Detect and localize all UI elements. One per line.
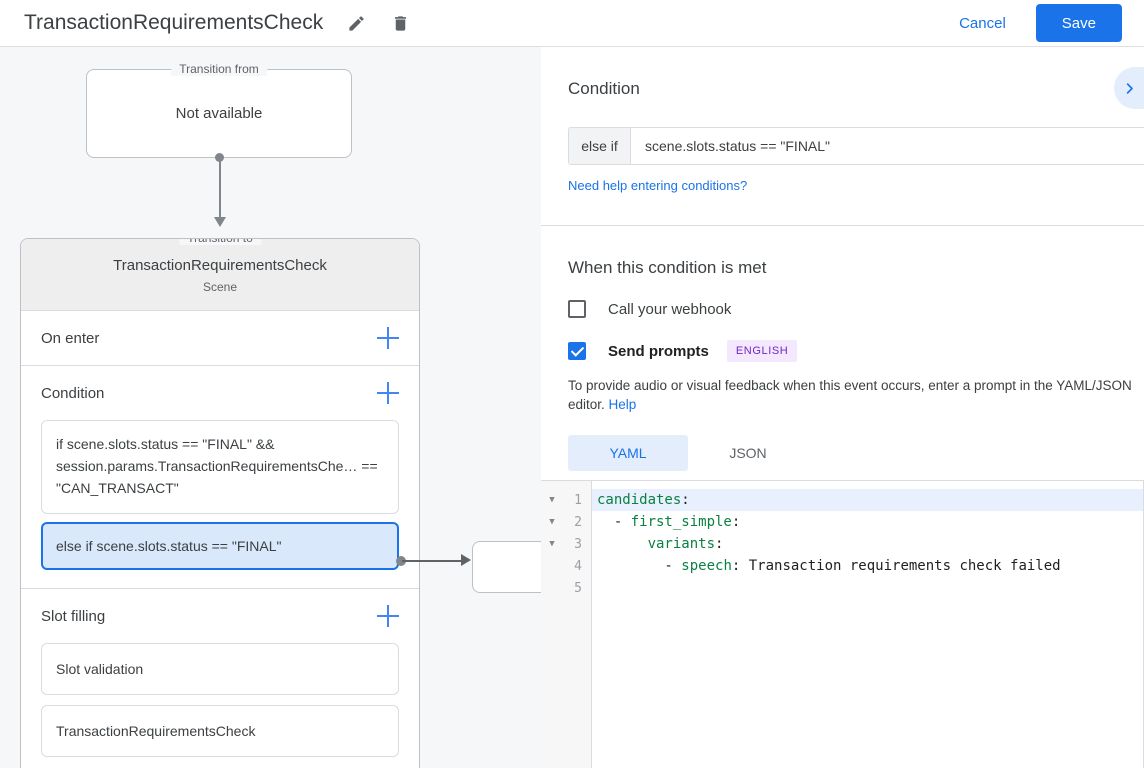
connector-line (219, 157, 221, 219)
webhook-row: Call your webhook (568, 300, 1117, 318)
fold-triangle-icon[interactable]: ▼ (549, 517, 555, 527)
downstream-node-card[interactable] (472, 541, 541, 593)
gutter-row: ▼1 (541, 489, 591, 511)
line-number: 1 (574, 492, 582, 508)
prompts-description-text: To provide audio or visual feedback when… (568, 378, 1132, 412)
outgoing-connector-arrow-head (461, 554, 471, 566)
section-header-condition: Condition (41, 366, 399, 420)
section-slot-filling: Slot filling Slot validation Transaction… (21, 589, 419, 768)
section-condition: Condition if scene.slots.status == "FINA… (21, 366, 419, 589)
code-line[interactable] (592, 577, 1143, 599)
language-badge: ENGLISH (726, 340, 798, 362)
condition-list-item-selected[interactable]: else if scene.slots.status == "FINAL" (41, 522, 399, 570)
condition-input-row: else if (568, 127, 1144, 165)
prompts-description: To provide audio or visual feedback when… (568, 376, 1138, 414)
gutter-row: ▼2 (541, 511, 591, 533)
prompts-help-link[interactable]: Help (608, 397, 637, 412)
gutter-row: 4 (541, 555, 591, 577)
slot-list-item[interactable]: Slot validation (41, 643, 399, 695)
add-slot-filling-button[interactable] (377, 605, 399, 627)
condition-list-item[interactable]: if scene.slots.status == "FINAL" && sess… (41, 420, 399, 514)
code-line[interactable]: - speech: Transaction requirements check… (597, 558, 1061, 574)
code-punct: : Transaction requirements check failed (731, 558, 1061, 574)
code-punct: : (681, 492, 690, 508)
line-number: 2 (574, 514, 582, 530)
connector-arrow-head (214, 217, 226, 227)
send-prompts-row: Send prompts ENGLISH (568, 340, 1117, 362)
app-header: TransactionRequirementsCheck Cancel Save (0, 0, 1144, 47)
editor-code-area[interactable]: candidates: - first_simple: variants: - … (592, 481, 1143, 768)
condition-prefix-label: else if (569, 128, 631, 164)
flow-canvas: Transition from Not available Transition… (0, 47, 541, 768)
outgoing-connector-line (402, 560, 464, 562)
code-line[interactable]: - first_simple: (597, 514, 741, 530)
line-number: 3 (574, 536, 582, 552)
code-key: variants (647, 536, 716, 552)
tab-yaml[interactable]: YAML (568, 435, 688, 471)
save-button[interactable]: Save (1035, 4, 1122, 42)
fold-triangle-icon[interactable]: ▼ (549, 495, 555, 505)
section-title-condition: Condition (41, 384, 105, 402)
call-webhook-checkbox[interactable] (568, 300, 586, 318)
condition-met-heading: When this condition is met (568, 258, 767, 277)
section-title-slot-filling: Slot filling (41, 607, 106, 625)
scene-type: Scene (202, 280, 238, 294)
line-number: 4 (574, 558, 582, 574)
transition-from-legend: Transition from (171, 62, 267, 76)
condition-heading: Condition (568, 79, 640, 98)
fold-triangle-icon[interactable]: ▼ (549, 539, 555, 549)
outgoing-connector-dot (396, 556, 406, 566)
cancel-button[interactable]: Cancel (947, 7, 1018, 40)
condition-section: Condition else if Need help entering con… (541, 47, 1144, 195)
code-punct: : (731, 514, 741, 530)
tab-json[interactable]: JSON (729, 445, 767, 461)
code-line[interactable]: candidates: (592, 489, 1143, 511)
add-on-enter-button[interactable] (377, 327, 399, 349)
condition-input[interactable] (631, 128, 1144, 164)
section-divider (541, 225, 1144, 226)
scene-name: TransactionRequirementsCheck (113, 257, 327, 274)
chevron-right-icon[interactable] (1114, 67, 1144, 109)
condition-help-link[interactable]: Need help entering conditions? (568, 178, 748, 193)
section-header-slot-filling: Slot filling (41, 589, 399, 643)
line-number: 5 (574, 580, 582, 596)
pencil-icon[interactable] (345, 12, 367, 34)
add-condition-button[interactable] (377, 382, 399, 404)
code-punct: : (715, 536, 724, 552)
editor-tabs: YAML JSON (568, 435, 1117, 471)
details-panel: Condition else if Need help entering con… (541, 47, 1144, 768)
send-prompts-label: Send prompts (608, 342, 709, 360)
scene-header: TransactionRequirementsCheck Scene (21, 239, 419, 311)
call-webhook-label: Call your webhook (608, 300, 732, 318)
section-title-on-enter: On enter (41, 329, 100, 347)
transition-to-card: Transition to TransactionRequirementsChe… (20, 238, 420, 768)
code-key: candidates (597, 492, 682, 508)
code-key: first_simple (630, 514, 732, 530)
section-header-on-enter: On enter (41, 311, 399, 365)
trash-icon[interactable] (389, 12, 411, 34)
slot-list-item[interactable]: TransactionRequirementsCheck (41, 705, 399, 757)
code-key: speech (681, 558, 732, 574)
gutter-row: 5 (541, 577, 591, 599)
transition-from-card: Transition from Not available (86, 62, 352, 158)
condition-met-section: When this condition is met Call your web… (541, 226, 1144, 768)
section-on-enter: On enter (21, 311, 419, 366)
gutter-row: ▼3 (541, 533, 591, 555)
code-line[interactable]: variants: (592, 533, 1143, 555)
send-prompts-checkbox[interactable] (568, 342, 586, 360)
transition-from-value: Not available (175, 105, 263, 122)
transition-to-legend: Transition to (179, 239, 261, 245)
page-title: TransactionRequirementsCheck (24, 11, 324, 34)
